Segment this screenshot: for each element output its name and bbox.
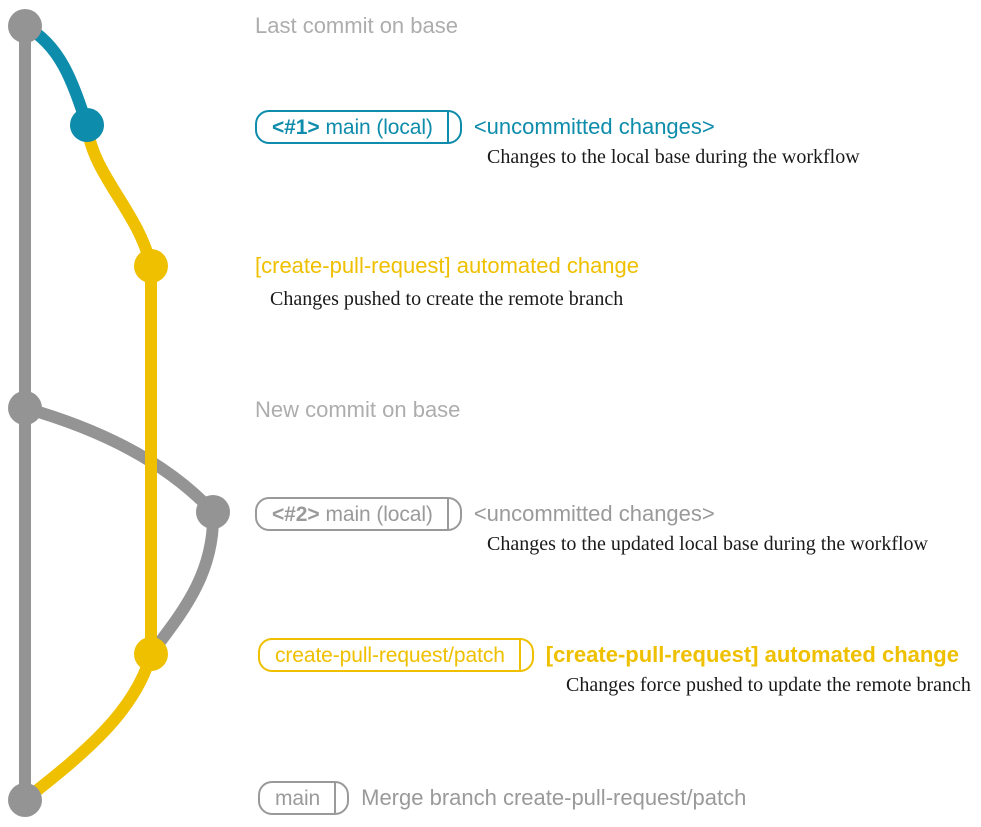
- ref-badge-main[interactable]: main: [258, 781, 350, 815]
- ref-badge-name: main: [275, 786, 321, 810]
- ref-badge-tail: [521, 640, 532, 670]
- commit-caption-local-uncommitted-2: Changes to the updated local base during…: [487, 533, 928, 555]
- commit-row-new-commit-on-base: New commit on base: [255, 397, 460, 423]
- commit-row-automated-change-2: create-pull-request/patch [create-pull-r…: [258, 638, 959, 672]
- commit-message: <uncommitted changes>: [473, 114, 715, 139]
- ref-badge-label: <#1> main (local): [257, 112, 449, 142]
- ref-badge-label: create-pull-request/patch: [260, 640, 521, 670]
- commit-row-merge-commit: main Merge branch create-pull-request/pa…: [258, 781, 746, 815]
- commit-headline: New commit on base: [255, 397, 461, 422]
- commit-message: <uncommitted changes>: [473, 501, 715, 526]
- node-new-commit-on-base[interactable]: [8, 391, 42, 425]
- commit-caption-automated-change-1: Changes pushed to create the remote bran…: [270, 288, 624, 310]
- ref-badge-tail: [449, 112, 460, 142]
- commit-row-automated-change-1: [create-pull-request] automated change: [255, 253, 639, 279]
- ref-badge-create-pull-request-patch[interactable]: create-pull-request/patch: [258, 638, 534, 672]
- commit-message: [create-pull-request] automated change: [545, 642, 959, 667]
- ref-badge-label: main: [260, 783, 337, 813]
- node-local-uncommitted-1[interactable]: [70, 108, 104, 142]
- ref-badge-tail: [449, 499, 460, 529]
- ref-badge-main-local-1[interactable]: <#1> main (local): [255, 110, 462, 144]
- node-automated-change-1[interactable]: [134, 249, 168, 283]
- commit-row-local-uncommitted-1: <#1> main (local) <uncommitted changes>: [255, 110, 715, 144]
- commit-headline: [create-pull-request] automated change: [255, 253, 640, 278]
- node-merge-commit[interactable]: [8, 783, 42, 817]
- commit-caption-local-uncommitted-1: Changes to the local base during the wor…: [487, 146, 860, 168]
- node-last-commit-on-base[interactable]: [8, 9, 42, 43]
- ref-badge-number: <#1>: [272, 115, 320, 139]
- commit-row-local-uncommitted-2: <#2> main (local) <uncommitted changes>: [255, 497, 715, 531]
- ref-badge-name: main (local): [325, 502, 433, 526]
- commit-headline: Last commit on base: [255, 13, 458, 38]
- edge-patch2-to-merge: [19, 648, 157, 806]
- ref-badge-number: <#2>: [272, 502, 320, 526]
- commit-row-last-commit-on-base: Last commit on base: [255, 13, 458, 39]
- edge-updated-local-to-patch2: [145, 506, 220, 660]
- commit-caption-automated-change-2: Changes force pushed to update the remot…: [566, 674, 971, 696]
- ref-badge-tail: [336, 783, 347, 813]
- node-local-uncommitted-2[interactable]: [196, 495, 230, 529]
- ref-badge-label: <#2> main (local): [257, 499, 449, 529]
- ref-badge-name: main (local): [325, 115, 433, 139]
- commit-message: Merge branch create-pull-request/patch: [361, 785, 747, 810]
- node-automated-change-2[interactable]: [134, 637, 168, 671]
- edge-base-to-updated-local: [19, 402, 219, 518]
- edge-local1-to-patch1: [81, 119, 157, 272]
- ref-badge-name: create-pull-request/patch: [275, 643, 505, 667]
- ref-badge-main-local-2[interactable]: <#2> main (local): [255, 497, 462, 531]
